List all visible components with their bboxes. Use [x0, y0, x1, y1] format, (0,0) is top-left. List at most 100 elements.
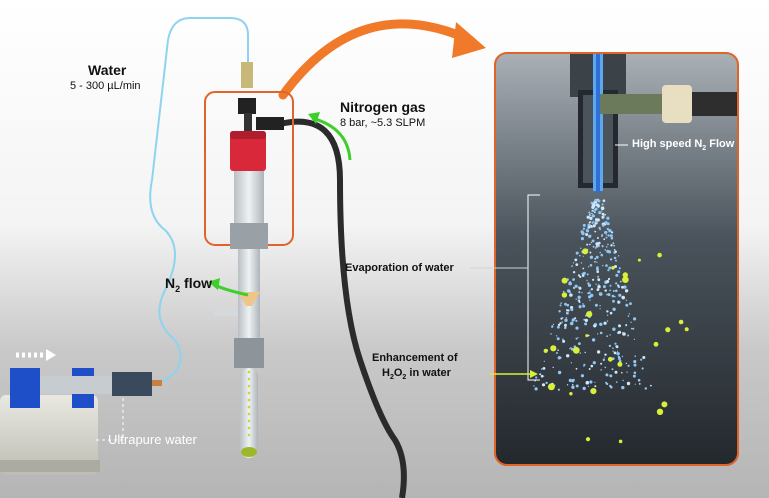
spray-droplet	[584, 322, 588, 326]
spray-droplet	[615, 381, 618, 383]
spray-droplet	[607, 227, 609, 229]
spray-droplet	[591, 239, 595, 243]
spray-droplet	[612, 290, 615, 292]
spray-droplet	[564, 326, 567, 330]
spray-droplet	[606, 246, 608, 248]
spray-droplet	[625, 299, 628, 301]
spray-droplet	[606, 320, 609, 322]
spray-droplet	[599, 308, 601, 310]
spray-droplet	[606, 280, 610, 283]
spray-droplet	[595, 283, 597, 285]
spray-droplet	[586, 215, 590, 219]
spray-droplet	[580, 237, 585, 241]
spray-droplet	[559, 304, 562, 307]
n2-flow-rest: flow	[180, 275, 213, 291]
spray-droplet	[625, 362, 628, 365]
spray-droplet	[626, 381, 631, 386]
spray-droplet	[569, 281, 571, 283]
nitrogen-spec: 8 bar, ~5.3 SLPM	[340, 117, 426, 129]
spray-droplet	[601, 212, 605, 216]
spray-droplet	[594, 202, 597, 205]
spray-droplet	[559, 322, 562, 325]
nebulizer-glass	[234, 171, 264, 223]
spray-droplet	[627, 364, 630, 367]
spray-droplet	[556, 337, 560, 341]
h2o2-droplet	[661, 401, 668, 408]
spray-droplet	[585, 315, 587, 317]
spray-droplet	[557, 349, 559, 352]
spray-droplet	[582, 223, 586, 227]
spray-droplet	[581, 292, 583, 294]
spray-droplet	[625, 324, 628, 326]
glass-joint-bottom	[234, 338, 264, 368]
spray-droplet	[607, 293, 611, 297]
spray-droplet	[569, 348, 571, 350]
h2o2-droplet	[653, 341, 659, 347]
high-speed-post: Flow	[706, 138, 735, 150]
side-port	[600, 94, 662, 114]
inlet-fitting	[241, 62, 253, 88]
water-rate: 5 - 300 µL/min	[70, 80, 141, 92]
spray-droplet	[627, 334, 630, 337]
spray-droplet	[562, 317, 564, 319]
n2-flow-label: N2 flow	[165, 275, 212, 294]
spray-droplet	[609, 234, 613, 238]
spray-droplet	[616, 352, 620, 356]
spray-droplet	[612, 350, 614, 352]
spray-droplet	[602, 285, 606, 289]
spray-droplet	[562, 290, 565, 293]
spray-droplet	[609, 374, 613, 378]
spray-droplet	[605, 234, 607, 236]
spray-droplet	[618, 267, 621, 270]
spray-droplet	[541, 383, 546, 387]
falling-droplets	[247, 370, 251, 437]
spray-droplet	[594, 200, 598, 204]
spray-droplet	[577, 274, 581, 277]
spray-droplet	[580, 247, 582, 249]
spray-droplet	[600, 253, 604, 257]
spray-droplet	[543, 360, 545, 362]
spray-droplet	[606, 222, 610, 226]
spray-droplet	[607, 277, 611, 281]
spray-droplet	[624, 289, 629, 293]
spray-droplet	[575, 384, 579, 388]
spray-droplet	[606, 216, 610, 220]
spray-droplet	[572, 286, 576, 290]
spray-droplet	[592, 224, 596, 228]
spray-droplet	[568, 281, 572, 286]
pump-body	[0, 395, 98, 475]
syringe-tip	[152, 380, 162, 386]
spray-droplet	[594, 208, 597, 211]
spray-droplet	[629, 302, 632, 305]
spray-droplet	[591, 210, 593, 212]
h2o2-droplet	[547, 383, 555, 391]
spray-droplet	[644, 387, 647, 390]
spray-droplet	[607, 243, 609, 246]
enhancement-line1: Enhancement of	[372, 352, 458, 364]
spray-droplet	[617, 270, 621, 274]
h2o2-droplet	[618, 439, 623, 444]
spray-droplet	[578, 305, 582, 309]
spray-droplet	[602, 358, 605, 362]
spray-droplet	[577, 299, 581, 302]
spray-droplet	[596, 350, 601, 354]
spray-droplet	[560, 302, 562, 304]
spray-droplet	[633, 338, 636, 340]
spray-droplet	[602, 224, 605, 227]
spray-droplet	[587, 283, 592, 287]
spray-droplet	[588, 213, 591, 216]
nitrogen-title: Nitrogen gas	[340, 99, 426, 115]
h2o2-droplet	[569, 392, 573, 396]
spray-droplet	[572, 384, 574, 386]
spray-droplet	[599, 322, 603, 326]
spray-droplet	[614, 265, 617, 268]
spray-droplet	[599, 251, 601, 254]
water-tube	[149, 17, 249, 383]
spray-droplet	[564, 318, 568, 322]
spray-droplet	[632, 374, 636, 378]
enhancement-line2: H2O2 in water	[382, 367, 451, 381]
flow-arrow-icon	[311, 116, 352, 161]
falling-droplet	[247, 419, 251, 423]
spray-droplet	[555, 335, 558, 337]
h2o2-droplet	[622, 276, 629, 284]
